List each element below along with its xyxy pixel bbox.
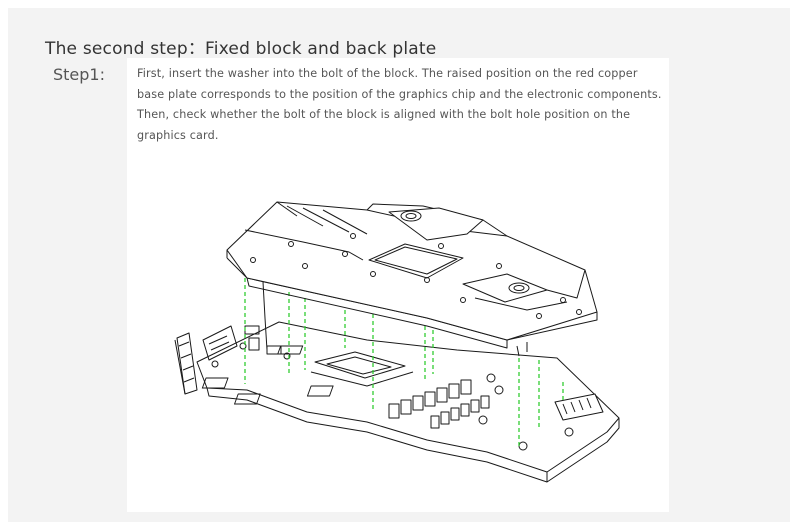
step-label: Step1: bbox=[53, 65, 105, 84]
alignment-guides bbox=[244, 278, 564, 448]
vrm-components bbox=[388, 373, 574, 451]
water-block-illustration bbox=[174, 201, 620, 483]
block-screws bbox=[250, 233, 582, 319]
section-heading: The second step：Fixed block and back pla… bbox=[45, 39, 437, 60]
step-description: First, insert the washer into the bolt o… bbox=[137, 67, 662, 142]
water-block bbox=[226, 201, 598, 357]
power-connectors bbox=[554, 393, 604, 421]
graphics-card-pcb bbox=[174, 321, 620, 483]
